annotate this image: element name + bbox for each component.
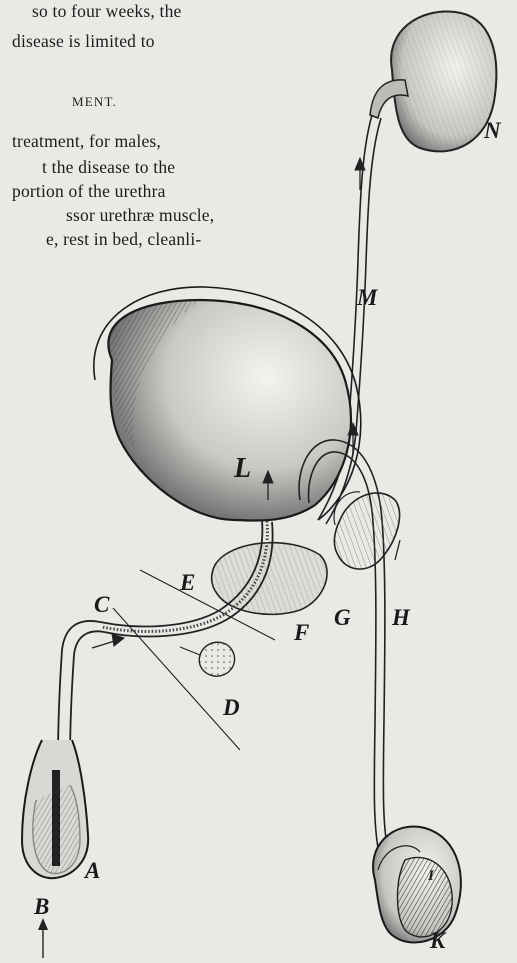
label-n: N [483, 118, 502, 143]
label-a: A [83, 858, 100, 883]
label-e: E [179, 570, 195, 595]
penis-shape [22, 740, 88, 958]
label-h: H [391, 605, 411, 630]
bladder-shape [94, 287, 361, 521]
cowper-gland-shape [180, 642, 235, 676]
label-f: F [293, 620, 309, 645]
seminal-vesicle-shape [334, 492, 400, 569]
label-i: I [427, 868, 435, 884]
label-d: D [222, 695, 240, 720]
label-b: B [33, 894, 49, 919]
label-g: G [334, 605, 351, 630]
label-l: L [233, 453, 251, 484]
label-m: M [356, 285, 379, 310]
testicle-shape [373, 827, 461, 943]
kidney-shape [370, 12, 496, 152]
label-k: K [429, 928, 447, 953]
label-c: C [94, 592, 110, 617]
